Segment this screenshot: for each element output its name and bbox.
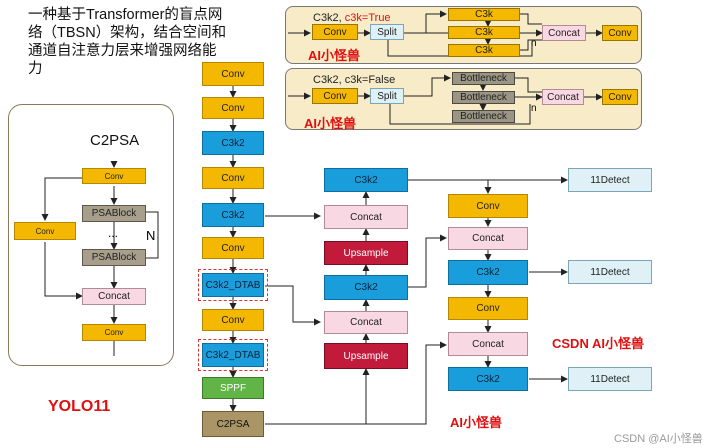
panel-top-c3k-1: C3k bbox=[448, 8, 520, 21]
panel-top-conv-out: Conv bbox=[602, 25, 638, 41]
yolo11-label: YOLO11 bbox=[48, 398, 111, 415]
csdn-red-watermark: CSDN AI小怪兽 bbox=[552, 336, 644, 351]
head-conv-1: Conv bbox=[448, 194, 528, 218]
bottom-red-watermark: AI小怪兽 bbox=[450, 415, 503, 430]
dtab-highlight-1 bbox=[198, 269, 268, 301]
c2psa-n-label: N bbox=[146, 228, 156, 243]
dtab-highlight-2 bbox=[198, 339, 268, 371]
head-concat-2: Concat bbox=[448, 332, 528, 356]
c2psa-conv-bottom: Conv bbox=[82, 324, 146, 341]
panel-top-title-red: c3k=True bbox=[344, 12, 391, 24]
panel-bottom-watermark: AI小怪兽 bbox=[304, 116, 357, 131]
head-c3k2-1: C3k2 bbox=[448, 260, 528, 285]
neck-concat-2: Concat bbox=[324, 311, 408, 334]
description-line: 一种基于Transformer的盲点网 bbox=[28, 7, 223, 23]
description-line: 力 bbox=[28, 61, 43, 77]
c2psa-module-title: C2PSA bbox=[90, 132, 140, 149]
detect-head-3: 11Detect bbox=[568, 367, 652, 391]
neck-c3k2-mid: C3k2 bbox=[324, 275, 408, 300]
description-line: 络（TBSN）架构，结合空间和 bbox=[28, 25, 227, 41]
panel-bottom-bottleneck-1: Bottleneck bbox=[452, 72, 515, 85]
head-concat-1: Concat bbox=[448, 227, 528, 250]
detect-head-1: 11Detect bbox=[568, 168, 652, 192]
backbone-c3k2-dtab-1: C3k2_DTAB bbox=[202, 273, 264, 297]
description-line: 通道自注意力层来增强网络能 bbox=[28, 43, 217, 59]
c2psa-concat: Concat bbox=[82, 288, 146, 305]
panel-top-title-prefix: C3k2, bbox=[313, 12, 345, 24]
neck-c3k2-top: C3k2 bbox=[324, 168, 408, 192]
backbone-conv-3: Conv bbox=[202, 167, 264, 189]
backbone-sppf: SPPF bbox=[202, 377, 264, 399]
panel-top-c3k-3: C3k bbox=[448, 44, 520, 57]
backbone-c3k2-1: C3k2 bbox=[202, 131, 264, 155]
panel-bottom-bottleneck-3: Bottleneck bbox=[452, 110, 515, 123]
head-c3k2-2: C3k2 bbox=[448, 367, 528, 391]
detect-head-2: 11Detect bbox=[568, 260, 652, 284]
panel-top-concat: Concat bbox=[542, 25, 586, 41]
head-conv-2: Conv bbox=[448, 297, 528, 320]
panel-top-split: Split bbox=[370, 24, 404, 40]
c2psa-dots: ... bbox=[108, 226, 119, 240]
backbone-c3k2-dtab-2: C3k2_DTAB bbox=[202, 343, 264, 367]
backbone-conv-1: Conv bbox=[202, 62, 264, 86]
backbone-conv-4: Conv bbox=[202, 237, 264, 259]
neck-upsample-1: Upsample bbox=[324, 241, 408, 265]
c2psa-psablock-2: PSABlock bbox=[82, 249, 146, 266]
corner-watermark: CSDN @AI小怪兽 bbox=[614, 433, 703, 445]
c2psa-psablock-1: PSABlock bbox=[82, 205, 146, 222]
backbone-conv-2: Conv bbox=[202, 97, 264, 119]
backbone-c2psa: C2PSA bbox=[202, 411, 264, 437]
c2psa-conv-top: Conv bbox=[82, 168, 146, 184]
panel-bottom-conv-out: Conv bbox=[602, 89, 638, 105]
panel-top-title: C3k2, c3k=True bbox=[313, 12, 391, 24]
panel-bottom-title: C3k2, c3k=False bbox=[313, 74, 396, 86]
panel-top-n-label: n bbox=[531, 38, 537, 49]
panel-top-conv-in: Conv bbox=[312, 24, 358, 40]
backbone-conv-5: Conv bbox=[202, 309, 264, 331]
neck-upsample-2: Upsample bbox=[324, 343, 408, 369]
panel-bottom-bottleneck-2: Bottleneck bbox=[452, 91, 515, 104]
panel-top-c3k-2: C3k bbox=[448, 26, 520, 39]
neck-concat-1: Concat bbox=[324, 205, 408, 229]
panel-bottom-n-label: n bbox=[531, 103, 537, 114]
panel-bottom-concat: Concat bbox=[542, 89, 584, 105]
panel-bottom-split: Split bbox=[370, 88, 404, 104]
c2psa-conv-side: Conv bbox=[14, 222, 76, 240]
panel-bottom-conv-in: Conv bbox=[312, 88, 358, 104]
backbone-c3k2-2: C3k2 bbox=[202, 203, 264, 227]
panel-top-watermark: AI小怪兽 bbox=[308, 48, 361, 63]
description-text: 一种基于Transformer的盲点网 络（TBSN）架构，结合空间和 通道自注… bbox=[28, 6, 268, 78]
